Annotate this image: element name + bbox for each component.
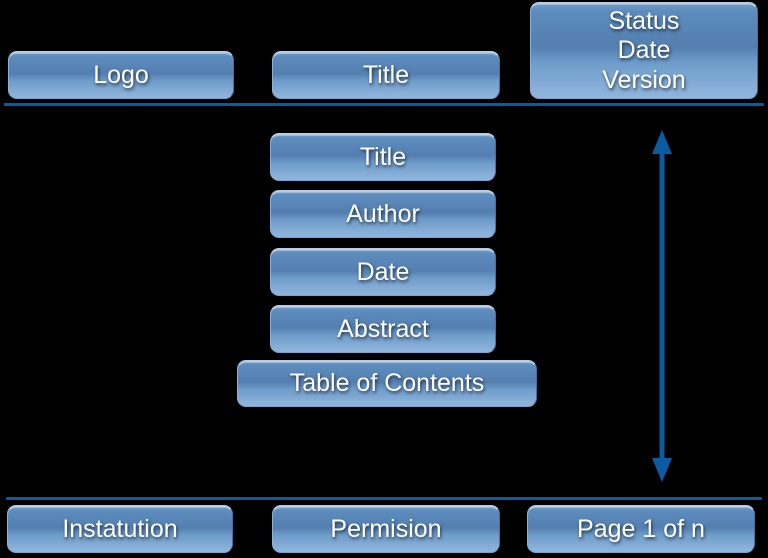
- body-item-date[interactable]: Date: [270, 248, 496, 296]
- body-item-title[interactable]: Title: [270, 133, 496, 181]
- body-item-abstract[interactable]: Abstract: [270, 305, 496, 353]
- header-title-box[interactable]: Title: [272, 51, 500, 99]
- footer-page-number-box[interactable]: Page 1 of n: [527, 505, 755, 553]
- footer-permission-box[interactable]: Permision: [272, 505, 500, 553]
- double-headed-vertical-arrow-icon: [648, 128, 676, 484]
- body-item-table-of-contents[interactable]: Table of Contents: [237, 360, 537, 407]
- body-item-author[interactable]: Author: [270, 190, 496, 238]
- footer-divider: [6, 497, 762, 500]
- footer-institution-box[interactable]: Instatution: [7, 505, 233, 553]
- header-divider: [4, 103, 764, 106]
- header-status-date-version-box[interactable]: Status Date Version: [530, 2, 758, 99]
- header-logo-box[interactable]: Logo: [8, 51, 234, 99]
